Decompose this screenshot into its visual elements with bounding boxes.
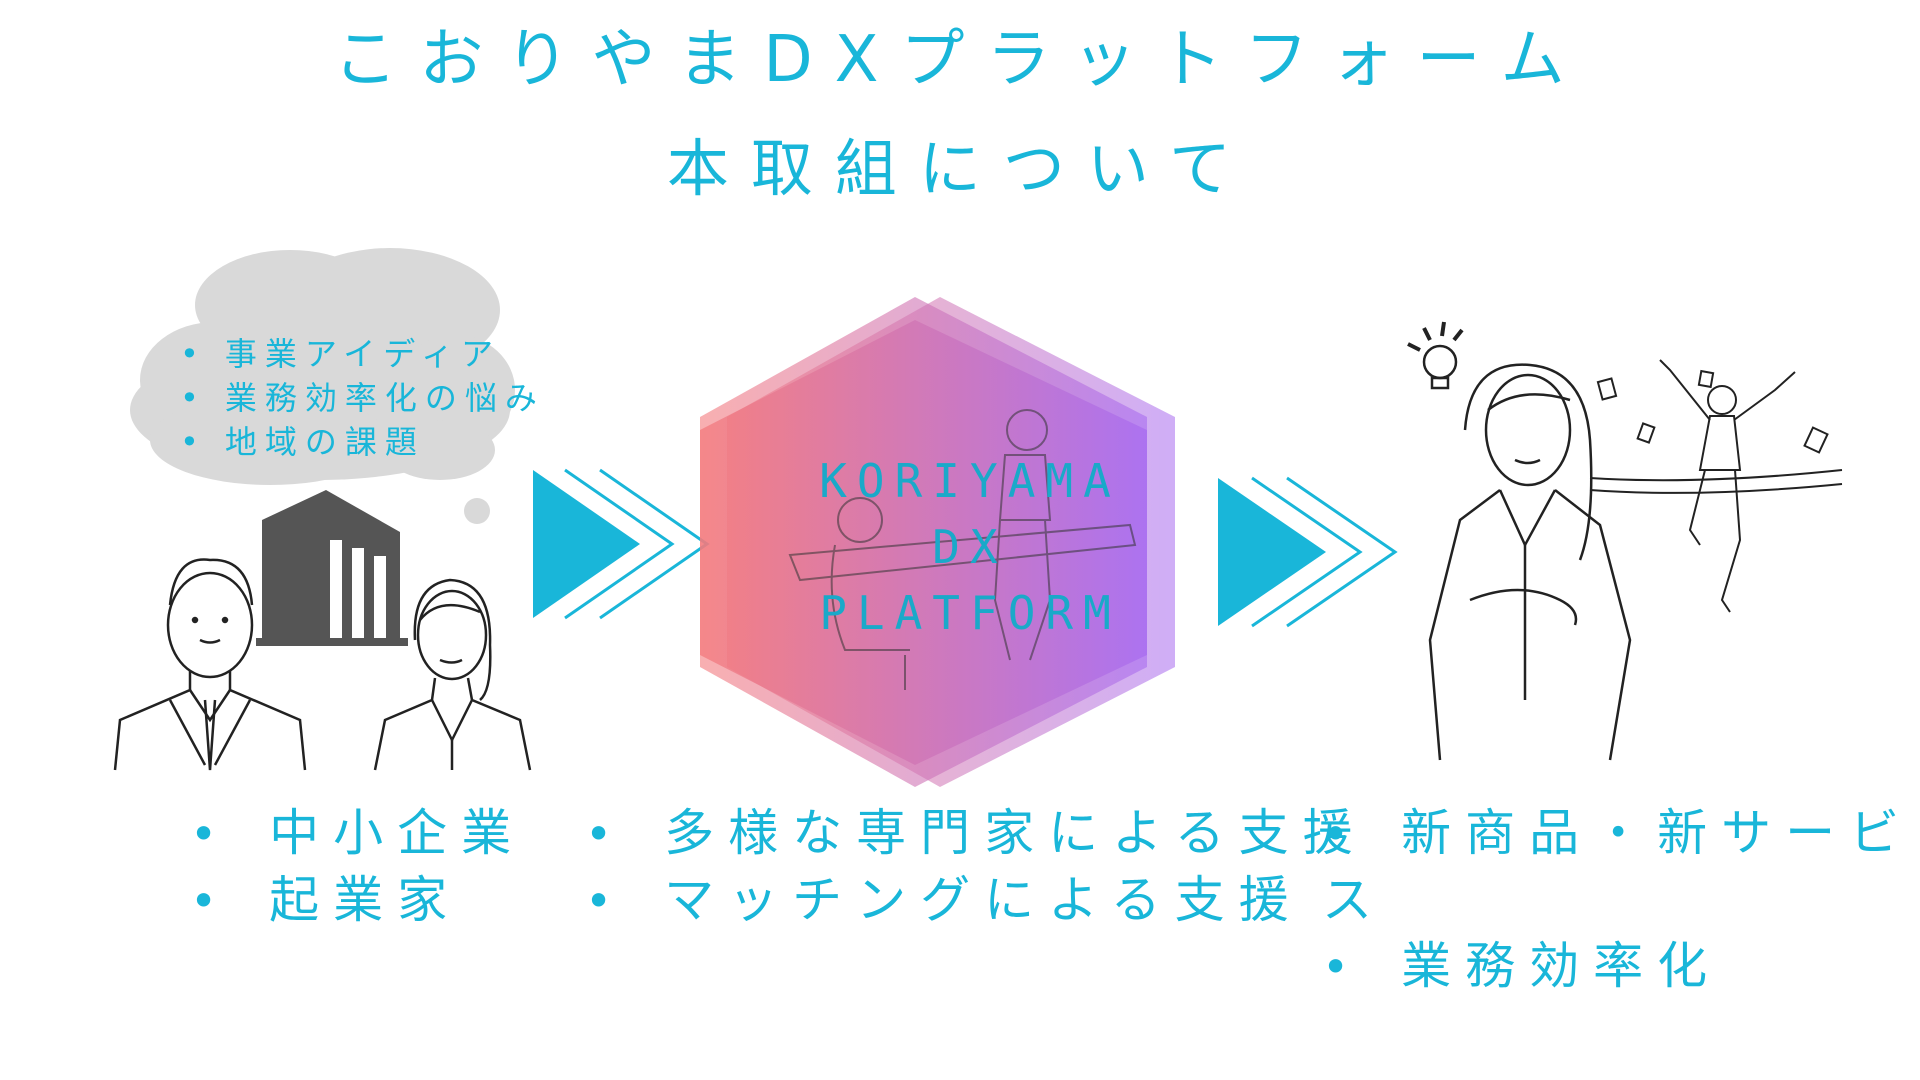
list-item: 業務効率化 xyxy=(1322,933,1920,1000)
celebrating-man-icon xyxy=(1596,359,1829,613)
meeting-icon xyxy=(788,409,1137,690)
support-list: 多様な専門家による支援 マッチングによる支援 xyxy=(585,800,1367,934)
finish-tape-icon xyxy=(1589,469,1843,494)
hexagon-label-line: PLATFORM xyxy=(819,586,1121,640)
list-item: 地域の課題 xyxy=(180,420,545,464)
target-list: 中小企業 起業家 xyxy=(190,800,525,934)
arrow-chevrons-icon xyxy=(533,468,710,620)
lightbulb-icon xyxy=(1407,321,1464,390)
page-title: こおりやまDXプラットフォーム xyxy=(333,23,1587,97)
businesswoman-icon xyxy=(1428,363,1632,761)
list-item: 中小企業 xyxy=(190,800,525,867)
businessman-icon xyxy=(113,558,307,771)
list-item: 新商品・新サービス xyxy=(1322,800,1920,933)
building-icon xyxy=(256,490,408,646)
hexagon-label: KORIYAMA DX PLATFORM xyxy=(760,448,1180,646)
concerns-list: 事業アイディア 業務効率化の悩み 地域の課題 xyxy=(180,332,545,464)
list-item: マッチングによる支援 xyxy=(585,867,1367,934)
list-item: 業務効率化の悩み xyxy=(180,376,545,420)
list-item: 起業家 xyxy=(190,867,525,934)
arrow-chevrons-icon xyxy=(1218,476,1398,628)
outcome-list: 新商品・新サービス 業務効率化 xyxy=(1322,800,1920,1000)
list-item: 事業アイディア xyxy=(180,332,545,376)
hexagon-label-line: KORIYAMA xyxy=(819,454,1121,508)
businesswoman-icon xyxy=(373,578,532,771)
page-subtitle: 本取組について xyxy=(666,132,1254,205)
list-item: 多様な専門家による支援 xyxy=(585,800,1367,867)
hexagon-label-line: DX xyxy=(932,520,1008,574)
